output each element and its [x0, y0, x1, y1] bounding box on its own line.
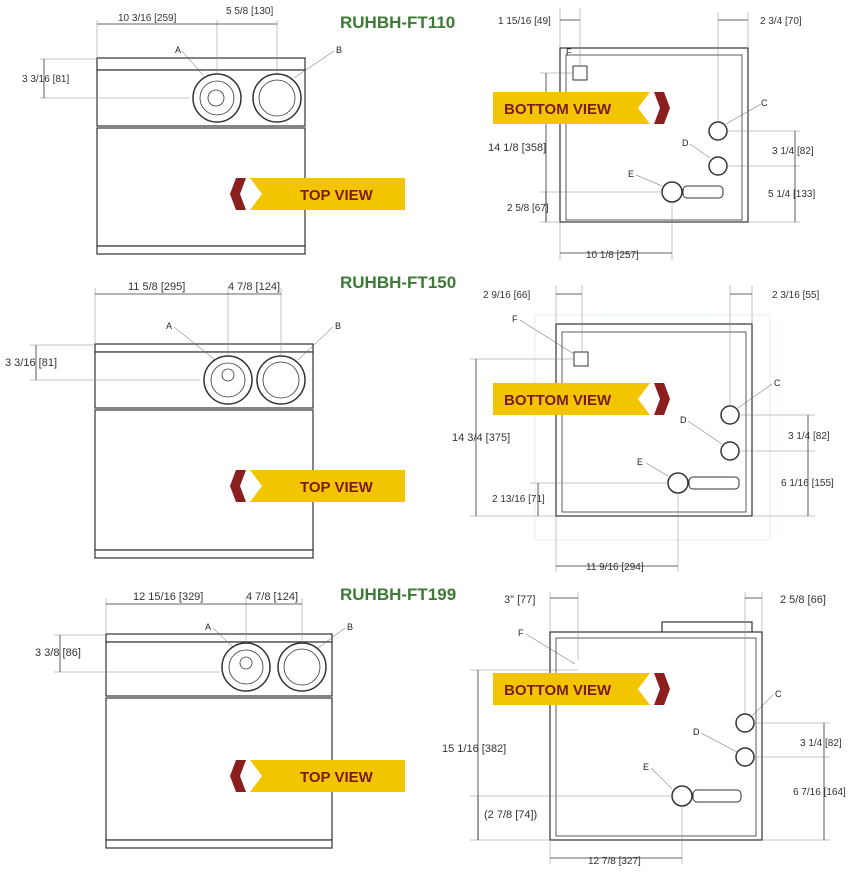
label-f-ft110: F	[566, 47, 572, 57]
dim-f-bottom-ft199: (2 7/8 [74])	[484, 809, 537, 821]
dim-f-left-ft110: 1 15/16 [49]	[498, 16, 551, 27]
bottom-view-label-ft110: BOTTOM VIEW	[504, 101, 612, 118]
port-b	[256, 355, 306, 405]
top-view-banner-ft199: TOP VIEW	[230, 760, 405, 792]
dim-depth-ft110: 3 3/16 [81]	[22, 74, 69, 85]
dim-e-bottom-ft150: 6 1/16 [155]	[781, 478, 834, 489]
dim-a-ft199: 12 15/16 [329]	[133, 591, 203, 603]
dim-width-ft110: 10 1/8 [257]	[586, 250, 639, 261]
port-f-ft110	[572, 65, 588, 81]
bottom-view-ft110	[559, 47, 749, 223]
port-e-ft199	[671, 785, 693, 807]
bottom-view-ft199	[549, 621, 763, 841]
label-b-ft150: B	[335, 321, 341, 331]
port-e-ft150	[667, 472, 689, 494]
top-view-label-ft110: TOP VIEW	[300, 187, 374, 204]
top-view-ft199	[105, 633, 333, 849]
dim-f-left-ft199: 3" [77]	[504, 594, 535, 606]
port-f-ft150	[573, 351, 589, 367]
port-d-ft150	[720, 441, 740, 461]
dim-ab-ft199: 4 7/8 [124]	[246, 591, 298, 603]
label-d-ft199: D	[693, 727, 700, 737]
label-d-ft110: D	[682, 138, 689, 148]
dim-c-right-ft110: 2 3/4 [70]	[760, 16, 802, 27]
dim-height-ft199: 15 1/16 [382]	[442, 743, 506, 755]
dim-c-right-ft199: 2 5/8 [66]	[780, 594, 826, 606]
section-ft199: RUHBH-FT199 12 15/16 [329] 4 7/8 [124] 3…	[35, 585, 846, 867]
top-view-ft150	[94, 343, 314, 559]
bottom-view-banner-ft150: BOTTOM VIEW	[493, 383, 670, 415]
label-b-ft199: B	[347, 622, 353, 632]
port-d-ft110	[708, 156, 728, 176]
label-d-ft150: D	[680, 415, 687, 425]
section-ft150: RUHBH-FT150 11 5/8 [295] 4 7/8 [124] 3 3…	[5, 273, 834, 573]
dim-depth-ft150: 3 3/16 [81]	[5, 357, 57, 369]
dim-cd-ft150: 3 1/4 [82]	[788, 431, 830, 442]
dim-e-bottom-ft199: 6 7/16 [164]	[793, 787, 846, 798]
dim-width-ft199: 12 7/8 [327]	[588, 856, 641, 867]
port-d-ft199	[735, 747, 755, 767]
port-b	[277, 642, 327, 692]
label-c-ft110: C	[761, 98, 768, 108]
dim-ab-ft110: 5 5/8 [130]	[226, 6, 273, 17]
dim-depth-ft199: 3 3/8 [86]	[35, 647, 81, 659]
dim-f-bottom-ft150: 2 13/16 [71]	[492, 494, 545, 505]
dim-f-bottom-ft110: 2 5/8 [67]	[507, 203, 549, 214]
label-a-ft110: A	[175, 45, 181, 55]
model-title-ft199: RUHBH-FT199	[340, 585, 456, 604]
dim-width-ft150: 11 9/16 [294]	[586, 562, 644, 573]
port-e-ft110	[661, 181, 683, 203]
dim-cd-ft199: 3 1/4 [82]	[800, 738, 842, 749]
dim-height-ft110: 14 1/8 [358]	[488, 142, 546, 154]
top-view-ft110	[96, 57, 306, 255]
top-view-banner-ft150: TOP VIEW	[230, 470, 405, 502]
dim-a-ft150: 11 5/8 [295]	[128, 281, 185, 293]
top-view-banner-ft110: TOP VIEW	[230, 178, 405, 210]
port-b	[252, 73, 302, 123]
model-title-ft150: RUHBH-FT150	[340, 273, 456, 292]
label-c-ft150: C	[774, 378, 781, 388]
port-c-ft199	[735, 713, 755, 733]
label-f-ft150: F	[512, 314, 518, 324]
label-a-ft150: A	[166, 321, 172, 331]
port-c-ft150	[720, 405, 740, 425]
bottom-view-banner-ft110: BOTTOM VIEW	[493, 92, 670, 124]
label-e-ft199: E	[643, 762, 649, 772]
label-e-ft150: E	[637, 457, 643, 467]
dim-f-left-ft150: 2 9/16 [66]	[483, 290, 530, 301]
model-title-ft110: RUHBH-FT110	[340, 13, 455, 32]
bottom-view-ft150	[534, 314, 771, 541]
section-ft110: RUHBH-FT110 10 3/16 [259] 5 5/8 [130] 3 …	[22, 6, 815, 261]
top-view-label-ft150: TOP VIEW	[300, 479, 374, 496]
bottom-view-label-ft150: BOTTOM VIEW	[504, 392, 612, 409]
dim-a-ft110: 10 3/16 [259]	[118, 13, 177, 24]
dim-cd-ft110: 3 1/4 [82]	[772, 146, 814, 157]
label-a-ft199: A	[205, 622, 211, 632]
label-b-ft110: B	[336, 45, 342, 55]
dim-height-ft150: 14 3/4 [375]	[452, 432, 510, 444]
top-view-label-ft199: TOP VIEW	[300, 769, 374, 786]
dim-e-bottom-ft110: 5 1/4 [133]	[768, 189, 815, 200]
label-f-ft199: F	[518, 628, 524, 638]
dim-c-right-ft150: 2 3/16 [55]	[772, 290, 819, 301]
dim-ab-ft150: 4 7/8 [124]	[228, 281, 280, 293]
bottom-view-label-ft199: BOTTOM VIEW	[504, 682, 612, 699]
bottom-view-banner-ft199: BOTTOM VIEW	[493, 673, 670, 705]
label-e-ft110: E	[628, 169, 634, 179]
label-c-ft199: C	[775, 689, 782, 699]
port-c-ft110	[708, 121, 728, 141]
